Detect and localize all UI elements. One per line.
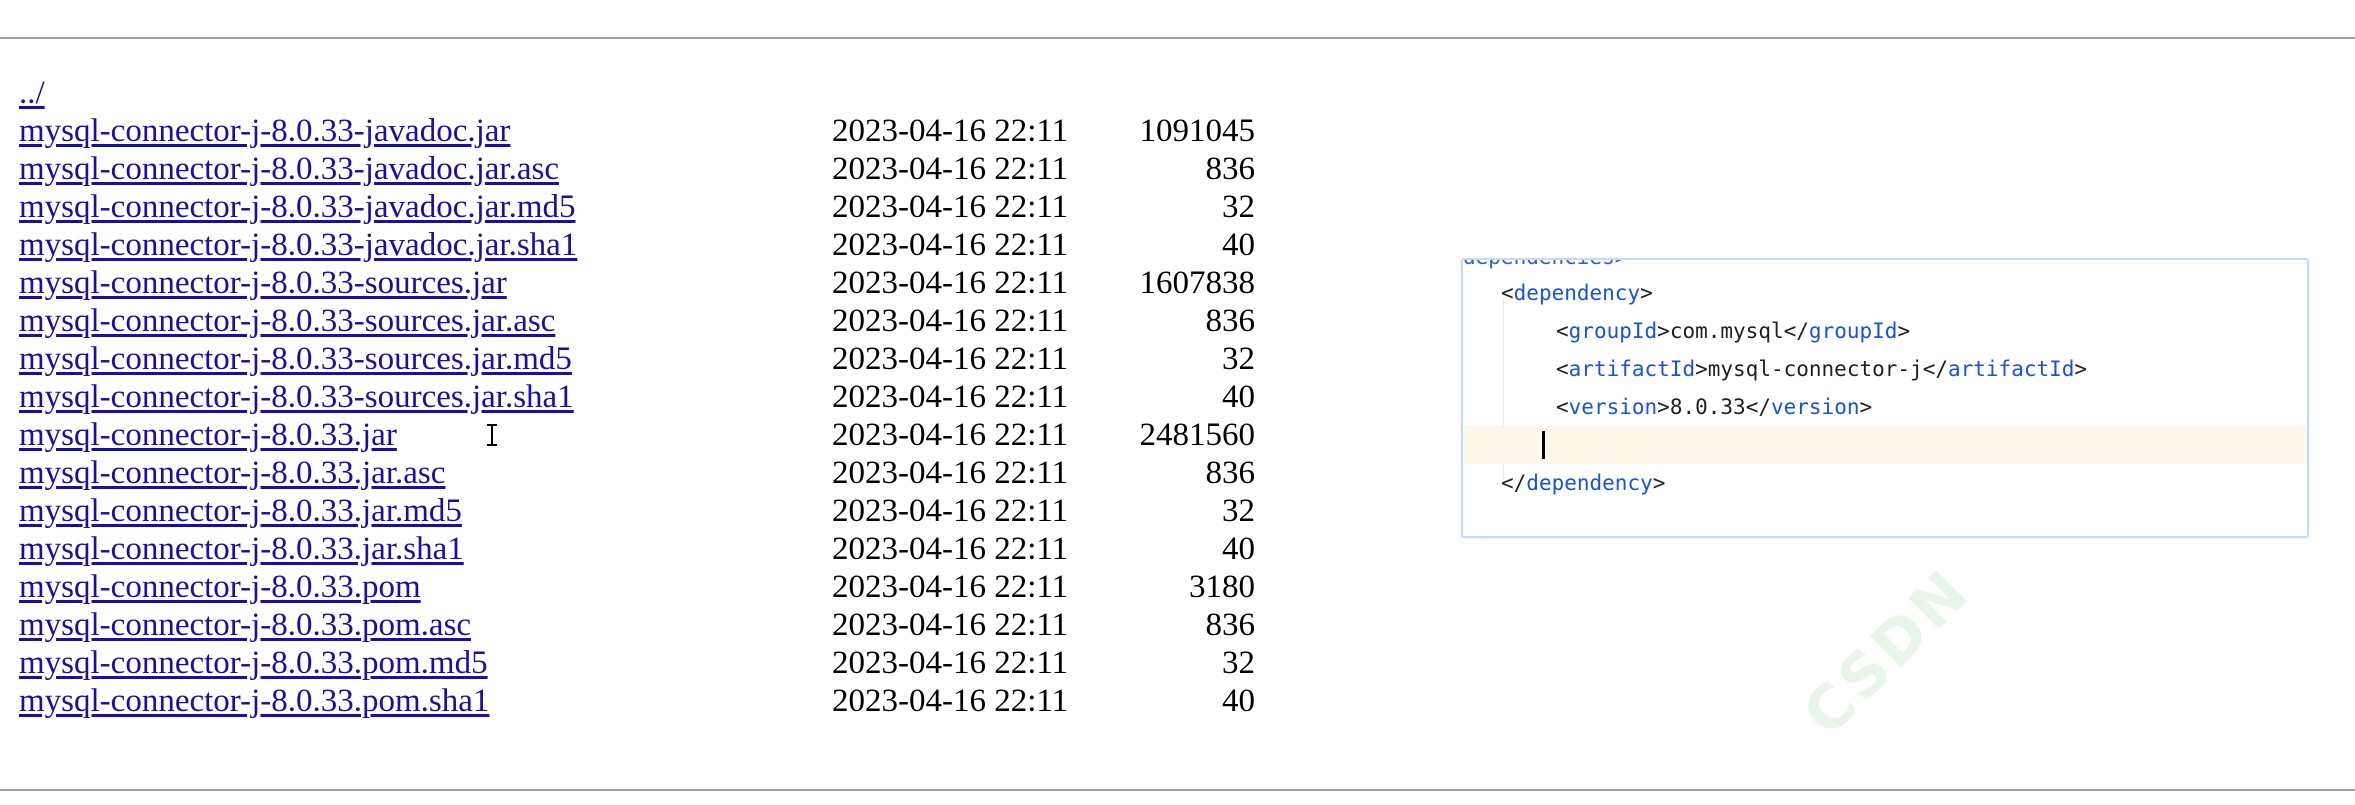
code-line-version[interactable]: <version>8.0.33</version> [1556, 395, 1873, 419]
xml-tag: version [1568, 395, 1658, 419]
file-date: 2023-04-16 22:11 [832, 265, 1069, 301]
file-size: 3180 [1189, 569, 1255, 605]
xml-tag: dependency [1513, 281, 1641, 305]
xml-tag: artifactId [1947, 357, 2075, 381]
file-link[interactable]: mysql-connector-j-8.0.33.pom [19, 569, 421, 605]
file-date: 2023-04-16 22:11 [832, 227, 1069, 263]
file-date: 2023-04-16 22:11 [832, 645, 1069, 681]
file-size: 836 [1205, 607, 1256, 643]
file-link[interactable]: mysql-connector-j-8.0.33-sources.jar.asc [19, 303, 556, 339]
file-date: 2023-04-16 22:11 [832, 455, 1069, 491]
text-caret [1542, 431, 1545, 459]
file-size: 40 [1222, 531, 1255, 567]
file-size: 836 [1205, 303, 1256, 339]
file-link[interactable]: mysql-connector-j-8.0.33.jar.sha1 [19, 531, 464, 567]
file-size: 32 [1222, 341, 1255, 377]
file-date: 2023-04-16 22:11 [832, 683, 1069, 719]
file-date: 2023-04-16 22:11 [832, 417, 1069, 453]
bottom-divider [0, 789, 2355, 791]
file-link[interactable]: mysql-connector-j-8.0.33-javadoc.jar.sha… [19, 227, 578, 263]
file-size: 836 [1205, 455, 1256, 491]
file-date: 2023-04-16 22:11 [832, 341, 1069, 377]
file-date: 2023-04-16 22:11 [832, 189, 1069, 225]
file-link[interactable]: mysql-connector-j-8.0.33-javadoc.jar.md5 [19, 189, 576, 225]
xml-value: mysql-connector-j [1707, 357, 1923, 381]
watermark: CSDN [1790, 555, 1985, 750]
top-divider [0, 37, 2355, 39]
file-size: 40 [1222, 379, 1255, 415]
code-line-dependency-close[interactable]: </dependency> [1501, 471, 1666, 495]
file-date: 2023-04-16 22:11 [832, 303, 1069, 339]
xml-tag: groupId [1808, 319, 1898, 343]
file-size: 836 [1205, 151, 1256, 187]
i-beam-cursor-icon [487, 424, 497, 446]
file-date: 2023-04-16 22:11 [832, 379, 1069, 415]
file-link[interactable]: mysql-connector-j-8.0.33.pom.md5 [19, 645, 488, 681]
file-link[interactable]: mysql-connector-j-8.0.33.jar [19, 417, 397, 453]
file-link[interactable]: mysql-connector-j-8.0.33-sources.jar.md5 [19, 341, 572, 377]
code-line-active-empty[interactable] [1463, 426, 2307, 464]
code-line-groupid[interactable]: <groupId>com.mysql</groupId> [1556, 319, 1911, 343]
xml-tag: artifactId [1568, 357, 1696, 381]
file-size: 40 [1222, 227, 1255, 263]
file-size: 1091045 [1139, 113, 1256, 149]
parent-directory-link[interactable]: ../ [19, 75, 45, 111]
file-size: 2481560 [1139, 417, 1256, 453]
file-link[interactable]: mysql-connector-j-8.0.33-javadoc.jar.asc [19, 151, 559, 187]
clipped-dependencies-tag: dependencies> [1463, 260, 1627, 272]
file-date: 2023-04-16 22:11 [832, 531, 1069, 567]
file-date: 2023-04-16 22:11 [832, 113, 1069, 149]
xml-value: com.mysql [1669, 319, 1784, 343]
file-link[interactable]: mysql-connector-j-8.0.33.pom.asc [19, 607, 472, 643]
code-snippet-popup: dependencies> <dependency> <groupId>com.… [1461, 258, 2309, 538]
file-size: 1607838 [1139, 265, 1256, 301]
xml-tag: groupId [1568, 319, 1658, 343]
file-link[interactable]: mysql-connector-j-8.0.33-sources.jar [19, 265, 507, 301]
code-line-dependency-open[interactable]: <dependency> [1501, 281, 1653, 305]
file-link[interactable]: mysql-connector-j-8.0.33.jar.md5 [19, 493, 462, 529]
file-date: 2023-04-16 22:11 [832, 151, 1069, 187]
xml-tag: dependency [1526, 471, 1653, 495]
file-link[interactable]: mysql-connector-j-8.0.33.jar.asc [19, 455, 446, 491]
file-size: 32 [1222, 493, 1255, 529]
indent-guide [1503, 300, 1504, 480]
file-link[interactable]: mysql-connector-j-8.0.33-sources.jar.sha… [19, 379, 574, 415]
code-line-artifactid[interactable]: <artifactId>mysql-connector-j</artifactI… [1556, 357, 2088, 381]
file-link[interactable]: mysql-connector-j-8.0.33.pom.sha1 [19, 683, 490, 719]
xml-value: 8.0.33 [1669, 395, 1746, 419]
file-link[interactable]: mysql-connector-j-8.0.33-javadoc.jar [19, 113, 511, 149]
file-size: 32 [1222, 189, 1255, 225]
file-date: 2023-04-16 22:11 [832, 569, 1069, 605]
file-size: 32 [1222, 645, 1255, 681]
file-date: 2023-04-16 22:11 [832, 607, 1069, 643]
file-date: 2023-04-16 22:11 [832, 493, 1069, 529]
file-size: 40 [1222, 683, 1255, 719]
xml-tag: version [1770, 395, 1860, 419]
